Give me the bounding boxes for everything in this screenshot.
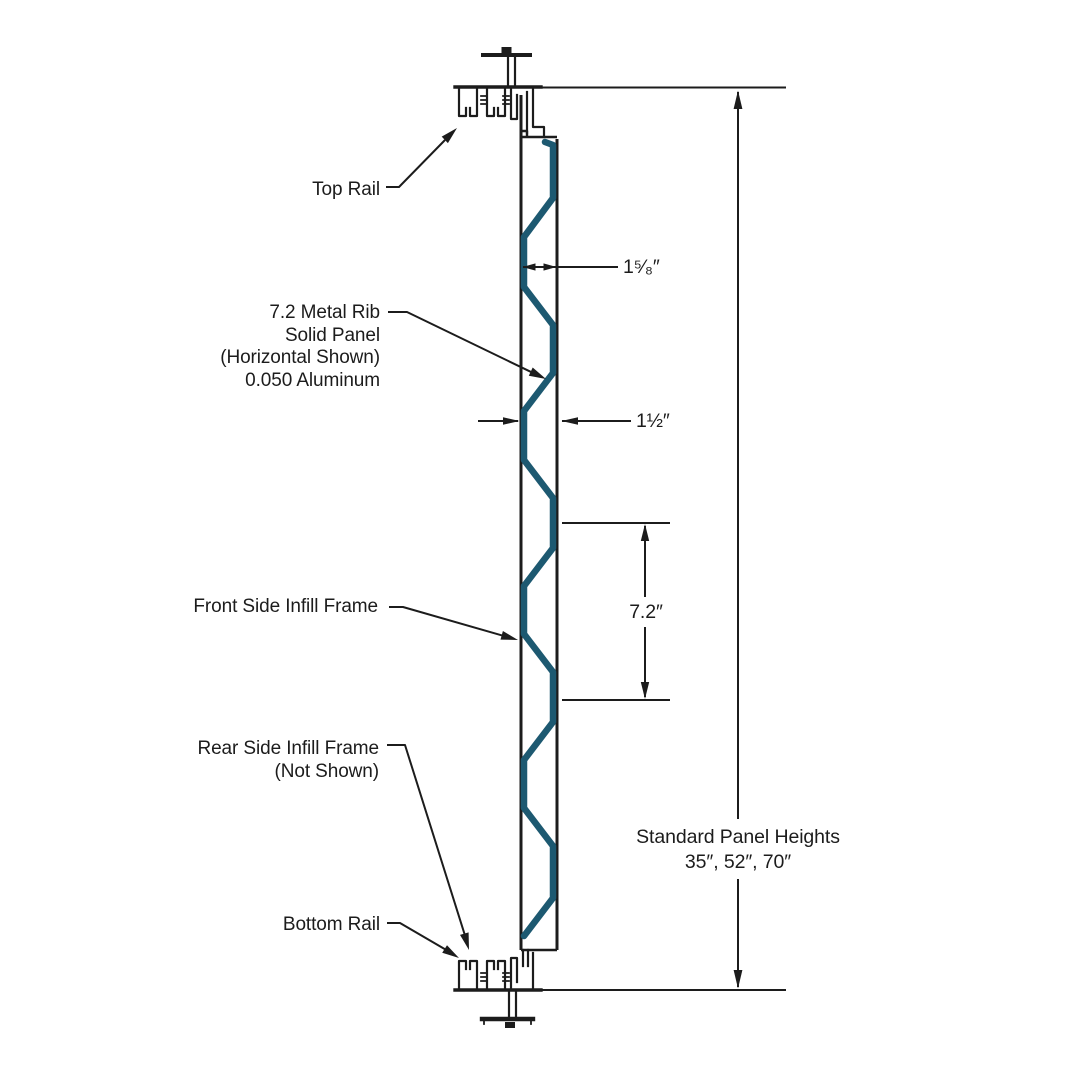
metal-rib-leader (388, 311, 532, 374)
panel-label-line4: 0.050 Aluminum (245, 369, 380, 391)
dimension-arrowheads (503, 90, 743, 989)
top-rail-serrations (480, 95, 510, 105)
rear-infill-line2: (Not Shown) (274, 761, 380, 782)
bottom-rail-stem (507, 990, 518, 1018)
panel-label-line1: 7.2 Metal Rib (269, 302, 380, 323)
panel-rib-profile (520, 138, 557, 940)
panel-heights-line2: 35″, 52″, 70″ (684, 850, 792, 873)
top-rail-drawing (453, 47, 546, 139)
panel-depth-dimension: 1½″ (636, 410, 670, 432)
rib-spacing-ext (562, 522, 670, 701)
panel-heights-line1: Standard Panel Heights (636, 826, 840, 848)
panel-drawing (519, 95, 559, 952)
bottom-rail-drawing (453, 948, 543, 1028)
leader-arrowheads (441, 128, 546, 958)
rib-width-dimension: 1⁵⁄₈″ (623, 256, 660, 278)
dimension-lines (478, 86, 786, 991)
top-rail-nub (501, 47, 512, 54)
panel-heights-note: Standard Panel Heights 35″, 52″, 70″ (618, 825, 858, 874)
rear-infill-line1: Rear Side Infill Frame (197, 738, 379, 759)
bottom-rail-leader (387, 922, 446, 950)
rear-infill-leader (387, 744, 466, 935)
leader-lines (386, 139, 532, 950)
panel-top-closure (521, 129, 557, 139)
bottom-rail-foot-nub (505, 1022, 515, 1028)
rib-spacing-dimension: 7.2″ (629, 601, 663, 623)
panel-label-line2: Solid Panel (284, 324, 380, 346)
panel-label: 7.2 Metal Rib Solid Panel (Horizontal Sh… (180, 302, 380, 392)
front-infill-leader (389, 606, 503, 637)
panel-label-line3: (Horizontal Shown) (220, 347, 380, 368)
bottom-rail-label: Bottom Rail (282, 914, 380, 935)
top-rail-stem (506, 54, 517, 87)
bottom-rail-serrations (480, 972, 510, 982)
front-infill-label: Front Side Infill Frame (193, 596, 378, 617)
rear-infill-label: Rear Side Infill Frame (Not Shown) (139, 737, 379, 783)
top-rail-label: Top Rail (312, 179, 380, 200)
top-rail-leader (386, 139, 446, 188)
